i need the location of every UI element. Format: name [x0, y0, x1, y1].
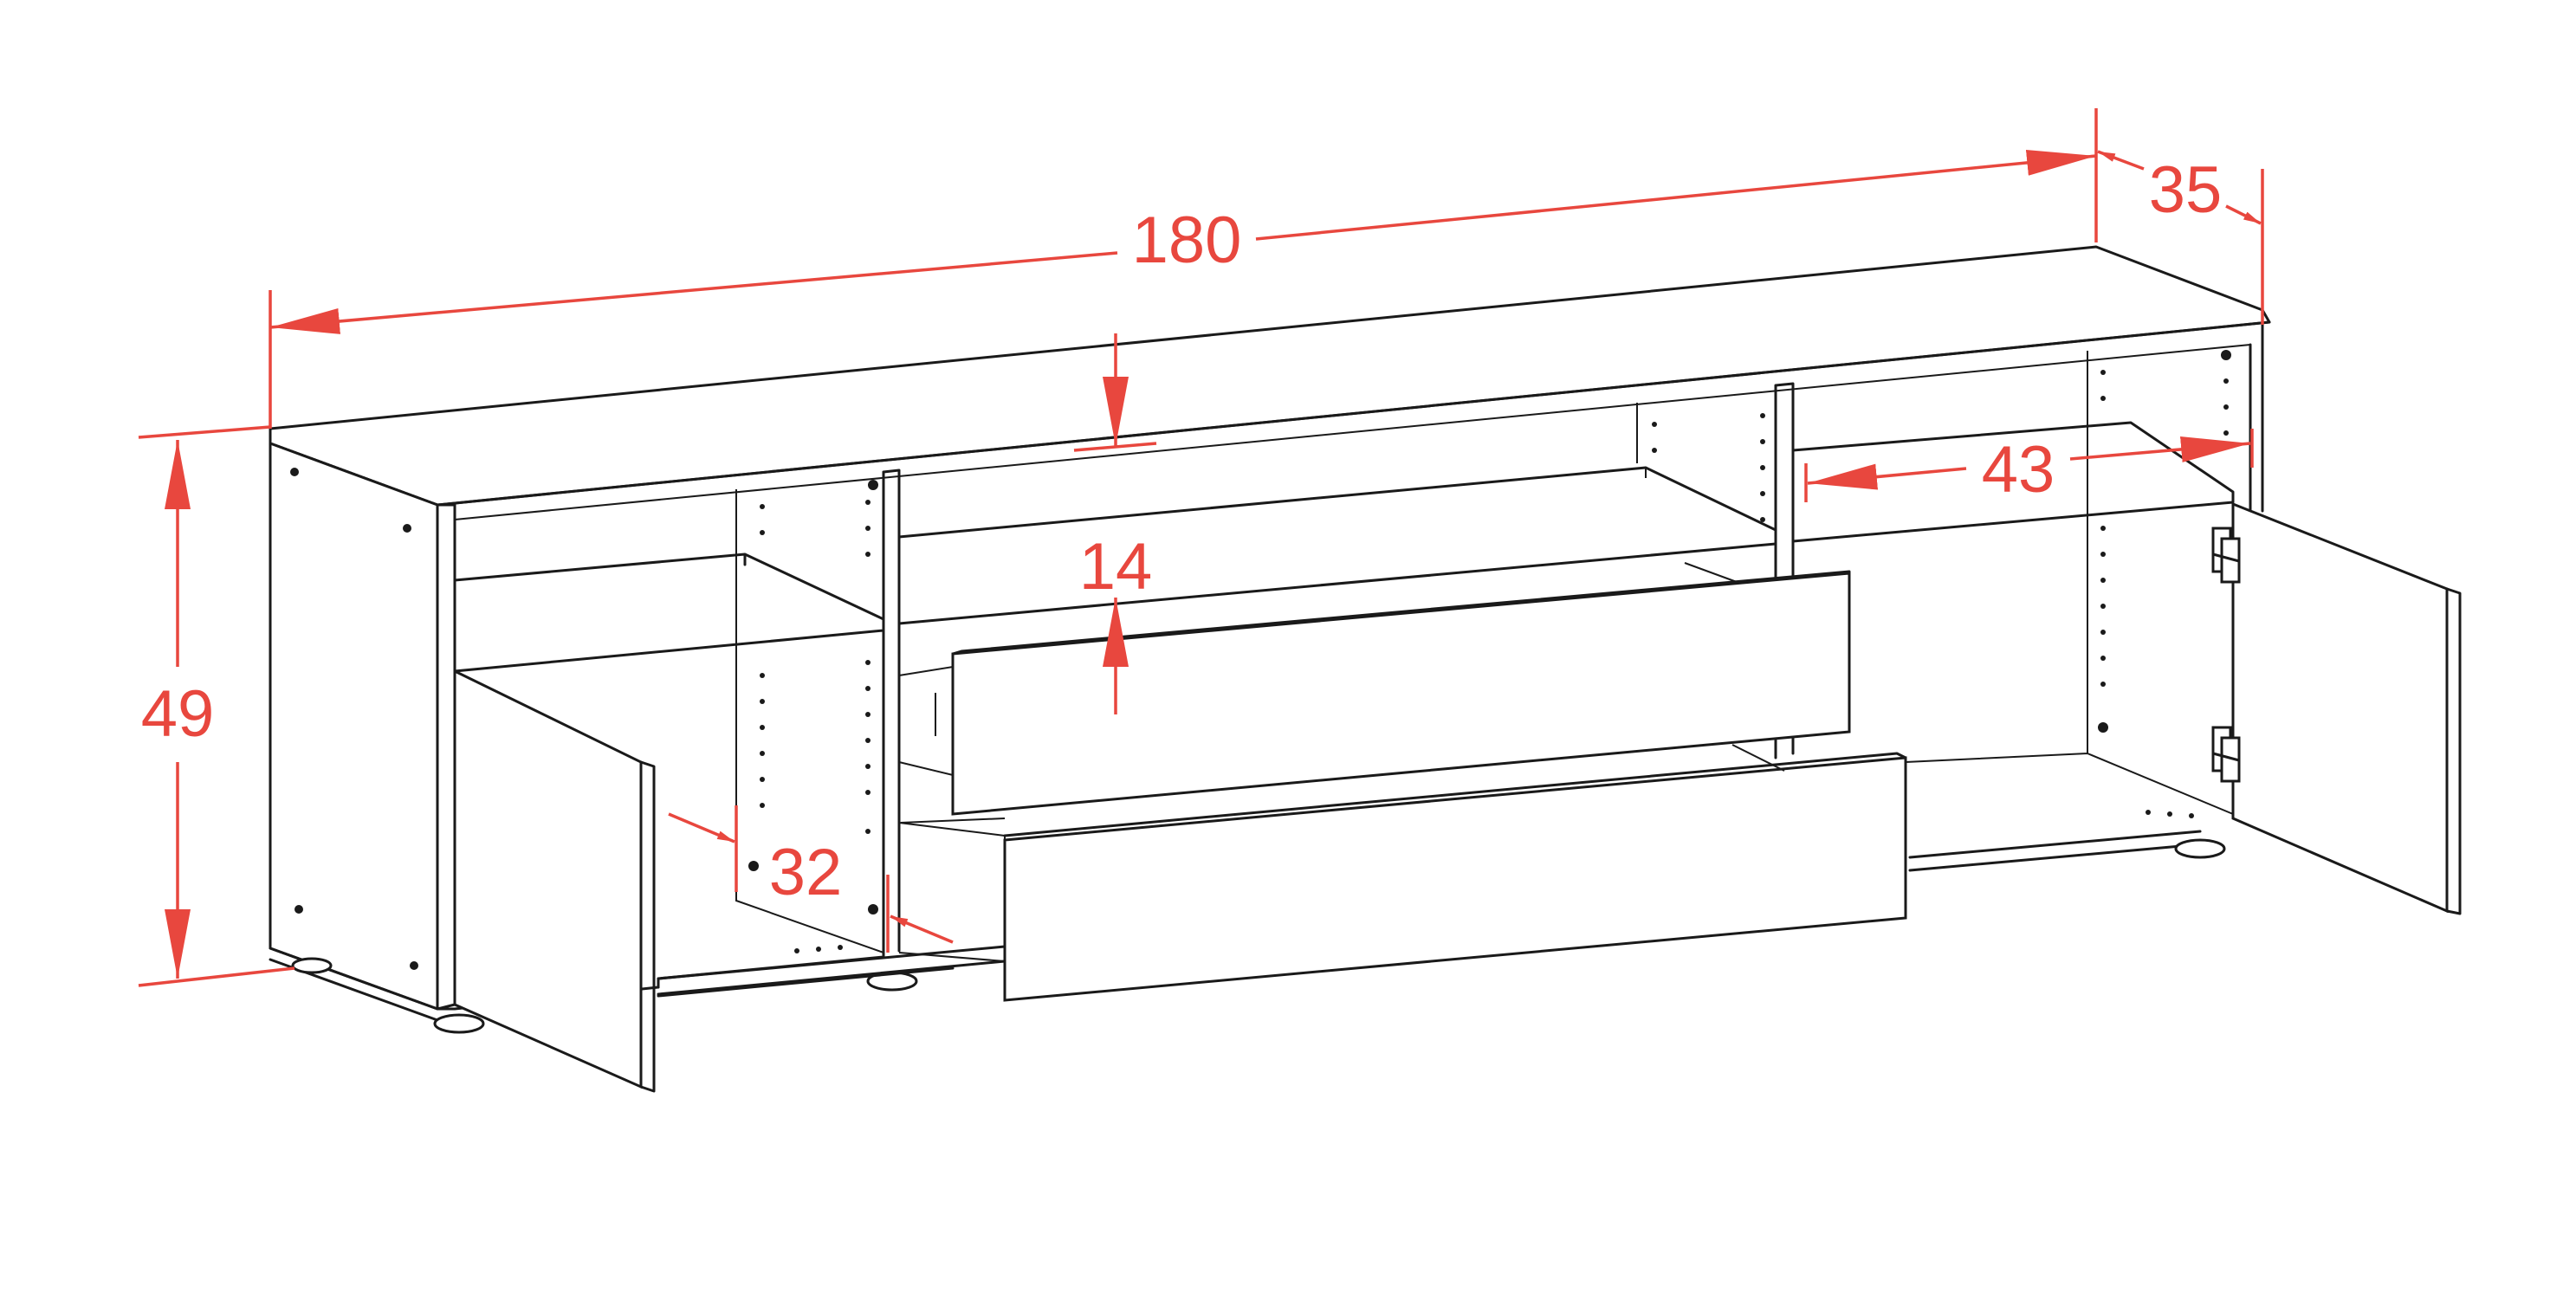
foot-mid — [866, 971, 918, 992]
foot-right — [2174, 838, 2226, 859]
sideboard-body — [269, 245, 2462, 1093]
width-dimension-right — [1255, 149, 2097, 241]
upper-drawer-front — [951, 572, 1851, 816]
depth-dimension-right — [2225, 204, 2262, 225]
shelf-dimension-right — [890, 914, 954, 944]
right-side-panel — [2249, 320, 2264, 521]
foot-left-front — [433, 1013, 485, 1034]
compartment-dimension-right — [2069, 436, 2251, 462]
hinge-lower — [2211, 726, 2241, 783]
lower-drawer-side — [898, 818, 1006, 963]
left-side-panel — [269, 442, 439, 1011]
left-divider — [882, 469, 901, 954]
shelf-dimension-left — [668, 812, 735, 843]
left-shelf — [453, 553, 885, 673]
shelf-holes-middle — [1652, 413, 1765, 522]
top-panel — [269, 245, 2271, 507]
width-dimension-left — [269, 251, 1118, 334]
lower-drawer-front — [1003, 756, 1907, 1002]
depth-label: 35 — [2149, 153, 2223, 227]
left-bottom — [657, 951, 955, 998]
compartment-width-label: 43 — [1982, 433, 2055, 507]
drawer-height-label: 14 — [1079, 530, 1153, 604]
depth-dimension-left — [2097, 150, 2145, 171]
dimension-lines — [138, 108, 2264, 987]
height-label: 49 — [141, 677, 215, 751]
compartment-dimension-left — [1807, 463, 1967, 490]
upper-drawer-side — [898, 665, 954, 777]
shelf-depth-label: 32 — [769, 836, 843, 909]
shelf-holes-left — [290, 468, 878, 970]
foot-left-back — [291, 957, 333, 974]
right-back-panel — [1905, 351, 2234, 815]
width-label: 180 — [1132, 204, 1242, 277]
shelf-holes-right — [2098, 350, 2231, 818]
right-door — [2231, 501, 2449, 914]
hinge-upper — [2211, 527, 2241, 584]
